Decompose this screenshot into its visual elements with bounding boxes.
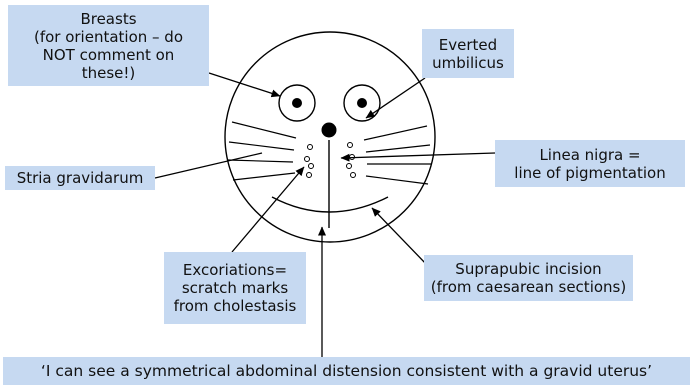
distension-quote: ‘I can see a symmetrical abdominal diste… [3,357,690,385]
everted-umbilicus-label: Everted umbilicus [422,29,514,78]
suprapubic-incision-curve [272,197,388,212]
incision-pointer [372,208,428,266]
linea-nigra-label: Linea nigra = line of pigmentation [495,140,685,187]
linea-nigra-pointer [341,153,495,158]
excoriations-label: Excoriations= scratch marks from cholest… [164,252,306,324]
left-striae [228,122,296,180]
excoriation-marks [305,143,356,178]
stria-pointer [155,153,262,178]
suprapubic-incision-label: Suprapubic incision (from caesarean sect… [424,255,633,301]
right-nipple [357,98,367,108]
umbilicus-pointer [366,78,425,118]
umbilicus [322,123,337,138]
left-nipple [292,98,302,108]
breasts-label: Breasts (for orientation – do NOT commen… [8,5,209,86]
excoriations-pointer [232,167,304,252]
stria-gravidarum-label: Stria gravidarum [5,166,155,190]
